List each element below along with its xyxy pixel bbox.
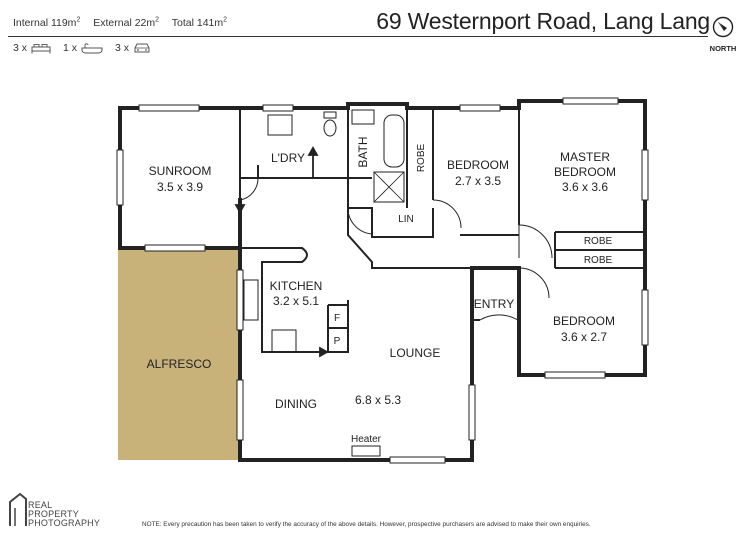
internal-area: Internal 119m2 (13, 16, 81, 29)
robe-label-2: ROBE (584, 236, 613, 247)
car-icon (134, 43, 150, 53)
company-logo-text: REAL PROPERTY PHOTOGRAPHY (28, 500, 101, 528)
windows (116, 97, 649, 464)
kitchen-dimensions: 3.2 x 5.1 (273, 294, 319, 308)
laundry-label: L'DRY (271, 151, 305, 165)
lounge-label: LOUNGE (390, 346, 441, 360)
arrows (234, 146, 329, 358)
robe-label-3: ROBE (584, 255, 613, 266)
master-label-2: BEDROOM (554, 165, 616, 179)
bedroom-2-dimensions: 3.6 x 2.7 (561, 330, 607, 344)
master-label-1: MASTER (560, 150, 610, 164)
pantry-label: P (334, 336, 341, 347)
entry-label: ENTRY (474, 297, 514, 311)
alfresco-label: ALFRESCO (147, 357, 212, 371)
bedroom-2-label: BEDROOM (553, 314, 615, 328)
dining-label: DINING (275, 397, 317, 411)
fridge-label: F (334, 313, 340, 324)
bath-count: 1 x (63, 42, 103, 54)
door-swings (239, 177, 553, 321)
north-indicator: NORTH (708, 16, 738, 53)
sunroom-label: SUNROOM (149, 164, 212, 178)
sunroom-dimensions: 3.5 x 3.9 (157, 180, 203, 194)
lounge-dimensions: 6.8 x 5.3 (355, 393, 401, 407)
kitchen-label: KITCHEN (270, 279, 323, 293)
bath-label: BATH (356, 136, 370, 167)
header-divider (8, 36, 708, 37)
robe-label-1: ROBE (416, 144, 427, 173)
total-area: Total 141m2 (171, 16, 228, 29)
heater-label: Heater (351, 434, 382, 445)
compass-icon (712, 16, 734, 38)
bedroom-1-label: BEDROOM (447, 158, 509, 172)
disclaimer-note: NOTE: Every precaution has been taken to… (142, 521, 591, 528)
alfresco-area (118, 248, 240, 460)
linen-label: LIN (398, 214, 414, 225)
company-logo-icon (9, 492, 27, 526)
car-count: 3 x (115, 42, 151, 54)
external-area: External 22m2 (93, 16, 160, 29)
bedroom-1-dimensions: 2.7 x 3.5 (455, 174, 501, 188)
bed-icon (31, 43, 51, 53)
property-address: 69 Westernport Road, Lang Lang (376, 8, 710, 34)
bath-icon (81, 42, 103, 53)
master-dimensions: 3.6 x 3.6 (562, 180, 608, 194)
bed-count: 3 x (13, 42, 51, 54)
area-summary: Internal 119m2 External 22m2 Total 141m2 (13, 16, 227, 29)
feature-counts: 3 x 1 x 3 x (13, 42, 159, 54)
